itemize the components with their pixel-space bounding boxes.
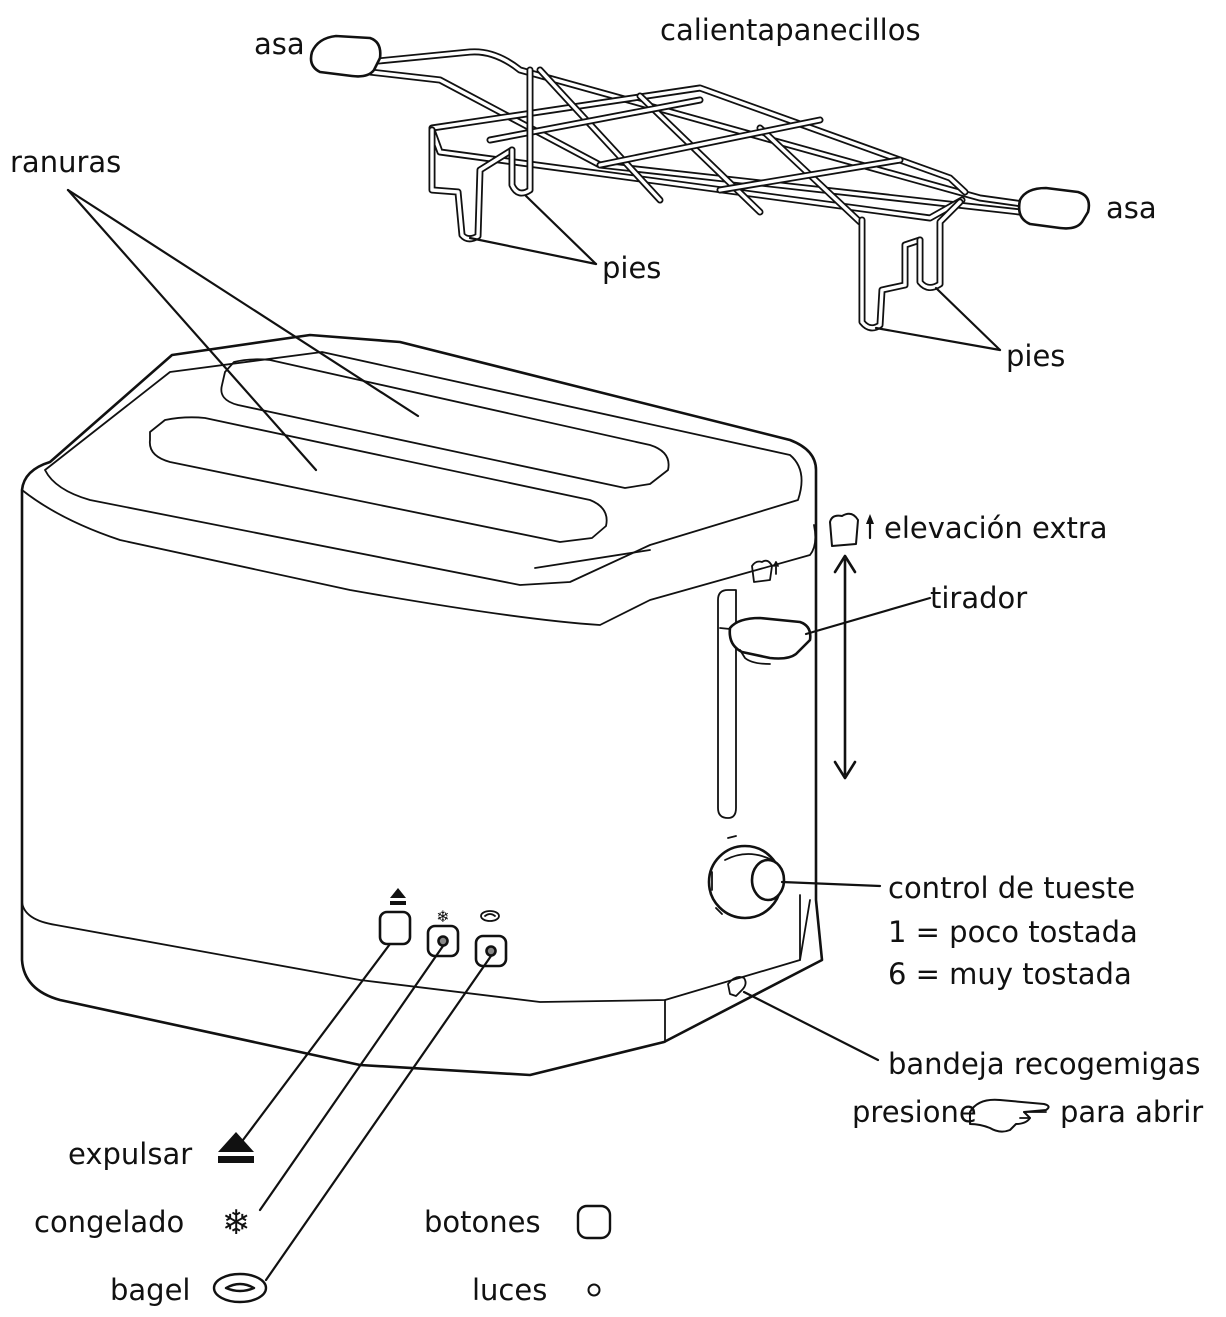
svg-text:❄: ❄ <box>436 907 449 926</box>
label-elevacion-extra: elevación extra <box>884 511 1108 545</box>
label-para-abrir: para abrir <box>1060 1095 1203 1129</box>
label-bandeja-recogemigas: bandeja recogemigas <box>888 1047 1201 1081</box>
lever-travel-arrow <box>833 554 857 780</box>
label-presione: presione <box>852 1095 977 1129</box>
label-pies-right: pies <box>1006 339 1065 373</box>
eject-button <box>378 888 412 946</box>
label-asa-left: asa <box>254 27 305 61</box>
label-congelado: congelado <box>34 1205 184 1239</box>
button-icon <box>576 1204 612 1240</box>
label-asa-right: asa <box>1106 191 1157 225</box>
label-poco-tostada: 1 = poco tostada <box>888 915 1138 949</box>
toaster-body: ❄ <box>20 333 824 1077</box>
label-tirador: tirador <box>930 581 1027 615</box>
pointing-hand-icon <box>969 1098 1050 1133</box>
snowflake-icon: ❄ <box>222 1203 251 1243</box>
label-ranuras: ranuras <box>10 145 121 179</box>
label-pies-left: pies <box>602 251 661 285</box>
eject-icon <box>218 1132 254 1163</box>
label-expulsar: expulsar <box>68 1137 192 1171</box>
bread-lift-icon <box>829 512 874 547</box>
bun-warmer-rack <box>309 34 1091 332</box>
leader-lines <box>66 188 1002 1282</box>
bagel-icon <box>212 1272 268 1304</box>
label-botones: botones <box>424 1205 541 1239</box>
browning-control-knob <box>707 835 786 920</box>
label-muy-tostada: 6 = muy tostada <box>888 957 1132 991</box>
bread-lift-icon-small <box>751 559 779 583</box>
label-control-de-tueste: control de tueste <box>888 871 1135 905</box>
lever-handle <box>719 616 812 665</box>
light-dot-icon <box>587 1283 601 1297</box>
pointing-hand-icon-small <box>727 975 747 997</box>
label-luces: luces <box>472 1273 547 1307</box>
label-bagel: bagel <box>110 1273 191 1307</box>
label-calientapanecillos: calientapanecillos <box>660 13 921 47</box>
